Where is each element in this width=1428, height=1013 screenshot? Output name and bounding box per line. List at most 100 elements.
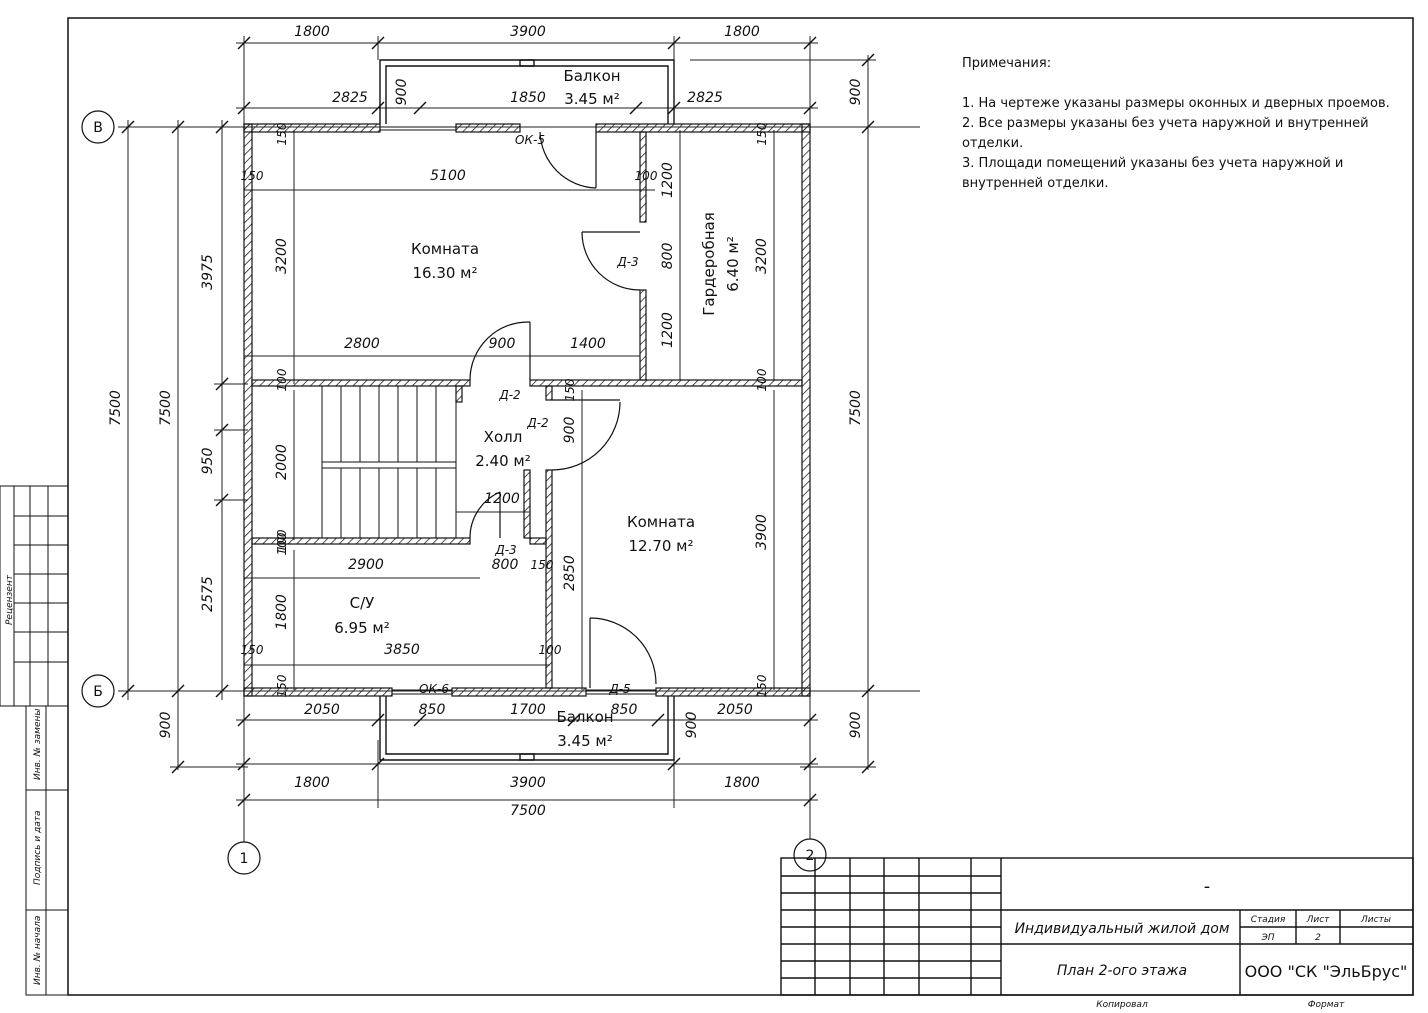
room-name: Балкон (556, 708, 613, 726)
window-tag: ОК-6 (419, 682, 449, 696)
dim-text: 3900 (510, 24, 546, 40)
stamp-reviewer: Рецензент (5, 574, 15, 625)
axis-label-v: В (93, 120, 103, 136)
dim-text: 100 (755, 368, 769, 391)
dim-text: 950 (200, 448, 216, 475)
element-tags: ОК-5 ОК-6 Д-2 Д-2 Д-3 Д-3 Д-5 (419, 133, 639, 696)
dim-text: 7500 (108, 390, 124, 426)
balconies (379, 59, 675, 761)
dimension-ticks (121, 36, 875, 807)
dim-text: 1700 (510, 702, 546, 718)
dim-text: 1200 (660, 312, 676, 348)
dim-text: 1800 (274, 594, 290, 630)
dim-text: 900 (848, 712, 864, 739)
dim-text: 3200 (754, 238, 770, 274)
stamp-replacement: Инв. № замены (33, 709, 43, 780)
dim-text: 7500 (510, 803, 546, 819)
axis-label-1: 1 (240, 851, 249, 867)
dim-text: 1200 (660, 162, 676, 198)
project-name: Индивидуальный жилой дом (1015, 921, 1230, 937)
dimension-text: 1800 3900 1800 2825 900 1850 2825 900 20… (108, 24, 864, 819)
stage-label: Стадия (1251, 915, 1286, 925)
dim-text: 150 (755, 674, 769, 697)
door-tag: Д-3 (494, 543, 516, 557)
dim-text: 150 (275, 674, 289, 697)
title-block (780, 857, 1414, 996)
dim-text: 3975 (200, 254, 216, 290)
dim-text: 1800 (294, 24, 330, 40)
company-name: ООО "СК "ЭльБрус" (1245, 962, 1408, 981)
dim-text: 800 (660, 243, 676, 270)
axis-label-b: Б (93, 684, 103, 700)
side-stamp (0, 485, 69, 996)
dim-text: 900 (684, 712, 700, 739)
notes-title: Примечания: (962, 56, 1052, 71)
dim-text: 3200 (274, 238, 290, 274)
dim-text: 2900 (348, 557, 384, 573)
room-name: Комната (627, 513, 695, 531)
stamp-signature: Подпись и дата (33, 810, 43, 885)
note-item: 2. Все размеры указаны без учета наружно… (962, 116, 1369, 151)
dim-text: 150 (563, 378, 577, 401)
format-label: Формат (1308, 1000, 1345, 1010)
sheet-label: Лист (1306, 915, 1331, 925)
doors (469, 131, 657, 688)
dim-text: 100 (275, 529, 289, 552)
axis-bubbles (81, 110, 827, 875)
dim-text: 2800 (344, 336, 380, 352)
room-area: 16.30 м² (412, 264, 477, 282)
dim-text: 2000 (274, 444, 290, 480)
room-area: 3.45 м² (557, 732, 613, 750)
dim-text: 1400 (570, 336, 606, 352)
windows (380, 126, 656, 695)
stamp-start: Инв. № начала (33, 916, 43, 985)
dim-text: 1800 (294, 775, 330, 791)
room-area: 6.40 м² (724, 236, 742, 292)
stairs (321, 385, 457, 539)
dim-text: 100 (539, 643, 562, 657)
room-name: Балкон (563, 67, 620, 85)
window-tag: ОК-5 (515, 133, 545, 147)
copied-label: Копировал (1096, 1000, 1148, 1010)
title-block-dash: - (1204, 876, 1211, 897)
dim-text: 900 (394, 79, 410, 106)
dim-text: 900 (489, 336, 516, 352)
room-area: 12.70 м² (628, 537, 693, 555)
dim-text: 100 (275, 532, 289, 555)
room-name: Комната (411, 240, 479, 258)
dim-text: 150 (531, 558, 554, 572)
room-name: Холл (484, 428, 523, 446)
door-tag: Д-2 (526, 416, 548, 430)
room-labels: Комната 16.30 м² Гардеробная 6.40 м² Хол… (334, 67, 742, 750)
dim-text: 150 (241, 169, 264, 183)
dim-text: 800 (492, 557, 519, 573)
dim-text: 7500 (158, 390, 174, 426)
note-item: 1. На чертеже указаны размеры оконных и … (962, 96, 1390, 111)
dim-text: 1800 (724, 24, 760, 40)
sheet-title: План 2-ого этажа (1057, 963, 1187, 979)
stage-value: ЭП (1260, 933, 1274, 943)
interior-dimension-text: 150 150 5100 100 1200 800 1200 3200 3200… (241, 122, 770, 697)
dim-text: 3900 (754, 514, 770, 550)
dim-text: 850 (419, 702, 446, 718)
door-tag: Д-3 (616, 255, 638, 269)
dim-text: 100 (275, 368, 289, 391)
dim-text: 150 (755, 122, 769, 145)
dim-text: 3850 (384, 642, 420, 658)
dim-text: 150 (241, 643, 264, 657)
door-tag: Д-5 (608, 682, 630, 696)
note-item: 3. Площади помещений указаны без учета н… (962, 156, 1344, 191)
dim-text: 1200 (484, 491, 520, 507)
room-area: 6.95 м² (334, 619, 390, 637)
dim-text: 3900 (510, 775, 546, 791)
room-area: 3.45 м² (564, 90, 620, 108)
dim-text: 5100 (430, 168, 466, 184)
dim-text: 900 (848, 79, 864, 106)
dim-text: 900 (562, 417, 578, 444)
dim-text: 1800 (724, 775, 760, 791)
dim-text: 1850 (510, 90, 546, 106)
dim-text: 100 (635, 169, 658, 183)
sheets-label: Листы (1360, 915, 1391, 925)
dim-text: 2050 (717, 702, 753, 718)
